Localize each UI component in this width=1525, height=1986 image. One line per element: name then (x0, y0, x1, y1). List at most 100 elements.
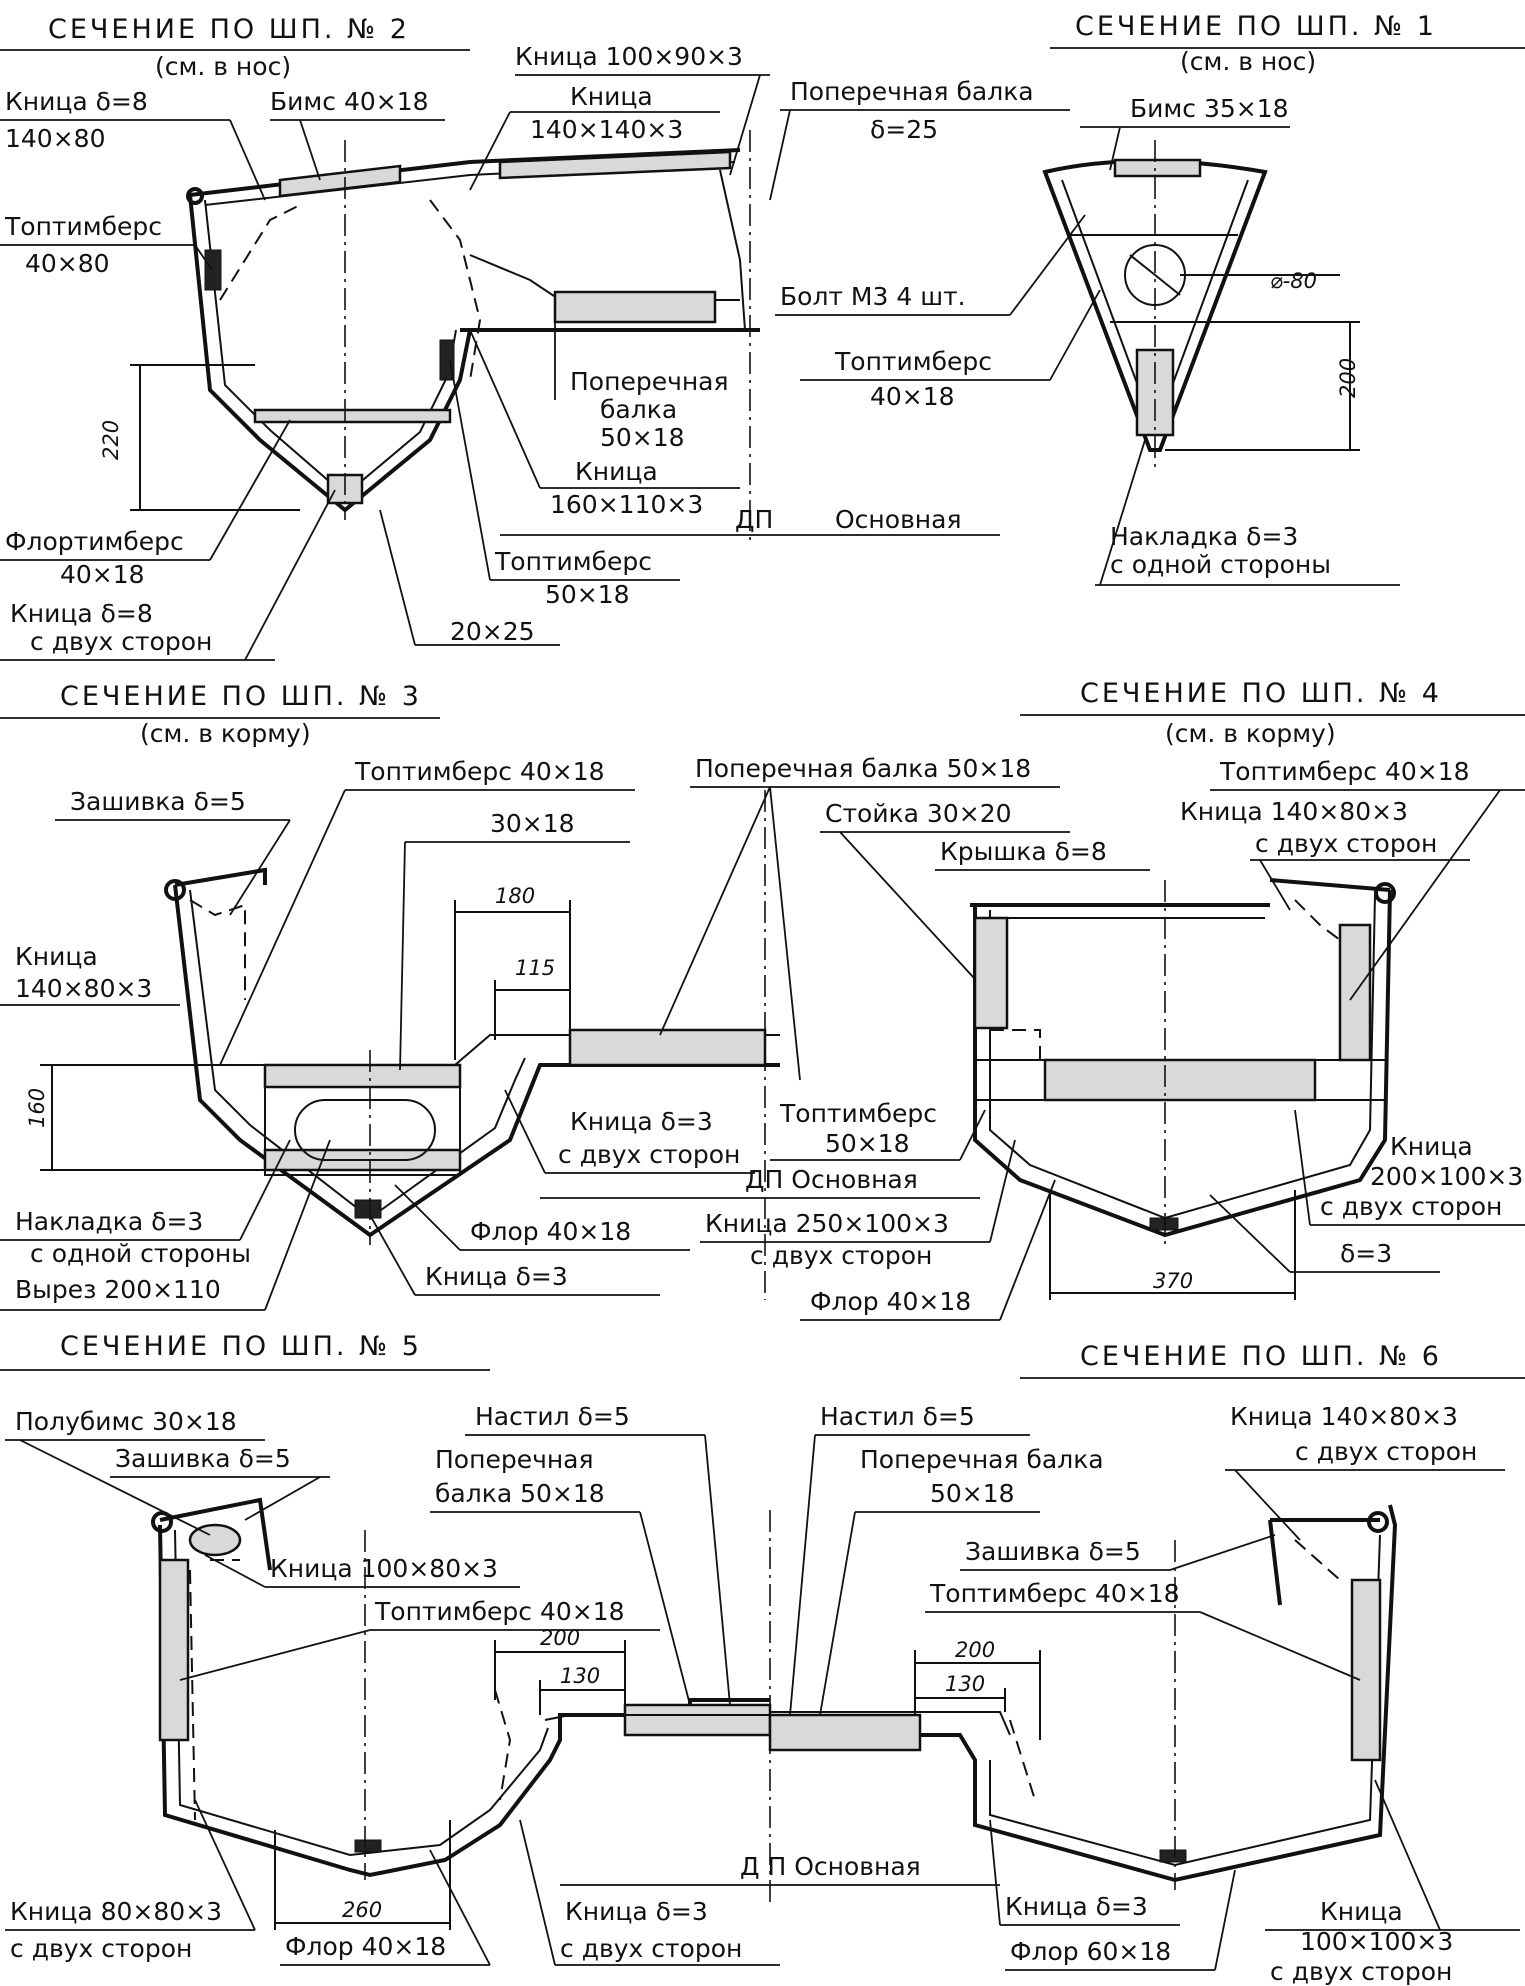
label-s2-cross-beam: Поперечная балка (790, 77, 1034, 106)
section-2-right-post (719, 169, 746, 331)
label-s2-knee-100x90: Кница 100×90×3 (515, 42, 743, 71)
label-mid-two-sides: с двух сторон (750, 1241, 932, 1270)
section-4: СЕЧЕНИЕ ПО ШП. № 4 (см. в корму) 370 Топ… (970, 678, 1525, 1300)
label-s5-beam-50x18: балка 50×18 (435, 1479, 605, 1508)
section-3: СЕЧЕНИЕ ПО ШП. № 3 (см. в корму) 160 180… (0, 681, 780, 1311)
label-mid-stoyka: Стойка 30×20 (825, 799, 1012, 828)
section-2-toptimber-right (439, 339, 455, 381)
label-s1-40x18: 40×18 (870, 382, 955, 411)
section-2-toptimber-left (204, 249, 222, 291)
section-4-hull-inner (989, 894, 1376, 1220)
section-2-floor-timber (253, 408, 452, 424)
label-s3-two-sides: с двух сторон (558, 1140, 740, 1169)
label-s2-50x18: 50×18 (600, 423, 685, 452)
section-5-gunwale (159, 1497, 272, 1571)
section-1-title: СЕЧЕНИЕ ПО ШП. № 1 (1075, 11, 1437, 42)
label-s5-half-beam: Полубимс 30×18 (15, 1407, 237, 1436)
label-s1-toptimbers: Топтимберс (834, 347, 992, 376)
label-s6-two-sides: с двух сторон (1295, 1437, 1477, 1466)
section-5-hull-inner (174, 1529, 549, 1857)
label-s5-cross: Поперечная (435, 1445, 594, 1474)
label-s3-floor: Флор 40×18 (470, 1217, 631, 1246)
section-6-hull (770, 1504, 1398, 1883)
label-s4-two-sides2: с двух сторон (1320, 1192, 1502, 1221)
dim-115: 115 (515, 956, 555, 980)
label-s6-cross: Поперечная балка (860, 1445, 1104, 1474)
dim-130b: 130 (945, 1672, 985, 1696)
label-s1-one-side: с одной стороны (1110, 550, 1331, 579)
label-s5-knee-3: Кница δ=3 (565, 1897, 708, 1926)
section-2-gunwale (186, 187, 204, 205)
label-s4-two-sides: с двух сторон (1255, 829, 1437, 858)
label-s5-two-sides: с двух сторон (10, 1934, 192, 1963)
section-6: СЕЧЕНИЕ ПО ШП. № 6 200 130 Настил δ=5 По… (768, 1341, 1525, 1986)
label-s6-toptimbers: Топтимберс 40×18 (929, 1579, 1180, 1608)
label-s5-deck: Настил δ=5 (475, 1402, 630, 1431)
label-s3-toptimbers: Топтимберс 40×18 (354, 757, 605, 786)
label-s6-floor: Флор 60×18 (1010, 1937, 1171, 1966)
label-s2-40x18: 40×18 (60, 560, 145, 589)
label-s5-two-sides2: с двух сторон (560, 1934, 742, 1963)
label-s5-toptimbers: Топтимберс 40×18 (374, 1597, 625, 1626)
label-s5-floor: Флор 40×18 (285, 1932, 446, 1961)
section-5-toptimber (158, 1558, 190, 1742)
label-s6-knee-140: Кница 140×80×3 (1230, 1402, 1458, 1431)
label-s3-140x80: 140×80×3 (15, 974, 152, 1003)
label-mid-floor: Флор 40×18 (810, 1287, 971, 1316)
label-s2-knee-8: Кница δ=8 (5, 87, 148, 116)
dim-160: 160 (25, 1088, 49, 1128)
label-s3-knee-3: Кница δ=3 (570, 1107, 713, 1136)
section-3-gunwale (174, 867, 267, 887)
label-s2-toptimbers2: Топтимберс (494, 547, 652, 576)
dim-80: ⌀-80 (1270, 269, 1317, 293)
section-1-direction: (см. в нос) (1180, 47, 1316, 76)
section-2-title: СЕЧЕНИЕ ПО ШП. № 2 (48, 14, 410, 45)
label-s6-deck: Настил δ=5 (820, 1402, 975, 1431)
axis-dp: ДП (735, 505, 773, 534)
label-s1-plate: Накладка δ=3 (1110, 522, 1298, 551)
label-s2-140x80: 140×80 (5, 124, 105, 153)
label-s2-two-sides: с двух сторон (30, 627, 212, 656)
label-s2-balka: балка (600, 395, 677, 424)
section-5-title: СЕЧЕНИЕ ПО ШП. № 5 (60, 1331, 422, 1362)
label-s4-knee: Кница (1390, 1132, 1473, 1161)
label-s2-knee2: Кница (575, 457, 658, 486)
label-s4-200x100: 200×100×3 (1370, 1162, 1523, 1191)
label-s6-knee: Кница (1320, 1897, 1403, 1926)
label-s5-knee-80x80: Кница 80×80×3 (10, 1897, 222, 1926)
dim-180: 180 (495, 884, 535, 908)
section-2: СЕЧЕНИЕ ПО ШП. № 2 (см. в нос) 220 Кница… (0, 14, 1070, 661)
label-s2-20x25: 20×25 (450, 617, 535, 646)
section-5: СЕЧЕНИЕ ПО ШП. № 5 260 200 130 Полубимс … (0, 1331, 780, 1966)
section-3-cross-beam (568, 1028, 767, 1067)
axis-osnovnaya: Основная (835, 505, 962, 534)
section-2-knees (219, 199, 482, 381)
label-s2-50x18b: 50×18 (545, 580, 630, 609)
label-s2-delta-25: δ=25 (870, 115, 938, 144)
label-s2-toptimbers: Топтимберс (4, 212, 162, 241)
section-2-deck-beam (498, 150, 732, 180)
label-s3-plate: Накладка δ=3 (15, 1207, 203, 1236)
label-s3-one-side: с одной стороны (30, 1239, 251, 1268)
label-s4-delta-3: δ=3 (1340, 1239, 1392, 1268)
label-mid-knee-250: Кница 250×100×3 (705, 1209, 949, 1238)
section-4-title: СЕЧЕНИЕ ПО ШП. № 4 (1080, 678, 1442, 709)
section-3-hull (173, 884, 780, 1238)
section-6-gunwale (1268, 1518, 1380, 1606)
label-s2-140x140: 140×140×3 (530, 115, 683, 144)
label-s2-40x80: 40×80 (25, 249, 110, 278)
section-2-beam (278, 164, 402, 198)
label-s5-sheathing: Зашивка δ=5 (115, 1444, 291, 1473)
label-s4-knee-140: Кница 140×80×3 (1180, 797, 1408, 826)
axis-dp2: ДП Основная (745, 1165, 918, 1194)
dim-370: 370 (1153, 1269, 1193, 1293)
label-mid-cross-beam: Поперечная балка 50×18 (695, 754, 1031, 783)
section-1-beam (1113, 158, 1202, 178)
section-3-4-middle: Поперечная балка 50×18 Стойка 30×20 Крыш… (540, 754, 1150, 1321)
section-3-oval-cutout (294, 1099, 436, 1161)
axis-dp3: Д П Основная (740, 1852, 921, 1881)
section-6-toptimber (1350, 1578, 1382, 1762)
dim-260: 260 (342, 1898, 382, 1922)
section-3-direction: (см. в корму) (140, 719, 311, 748)
